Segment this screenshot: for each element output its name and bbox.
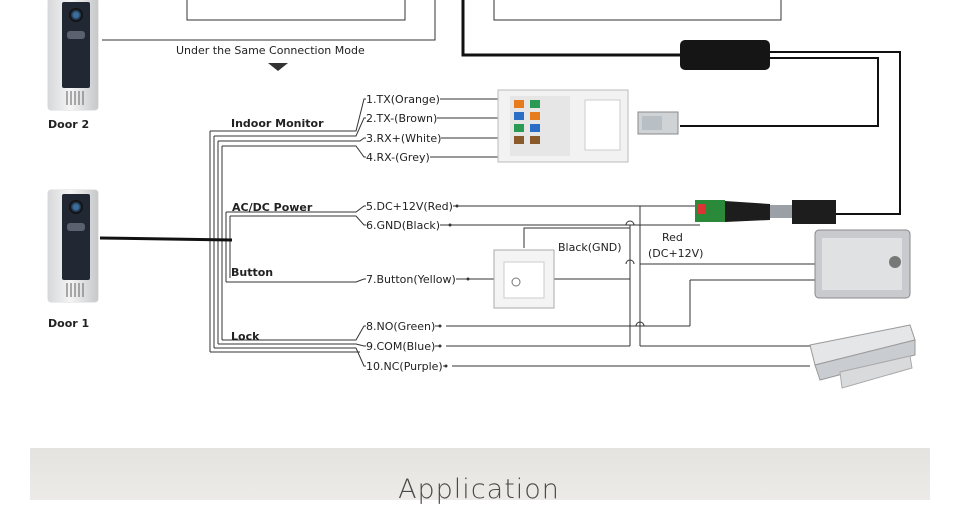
wire-label: 9.COM(Blue): [366, 340, 436, 353]
application-banner: [30, 448, 930, 500]
exit-button-device: [493, 249, 555, 309]
group-button: Button: [231, 266, 274, 279]
door2-outdoor-unit: [48, 0, 98, 110]
red-annotation: Red: [662, 231, 683, 244]
wire-label: 2.TX-(Brown): [366, 112, 438, 125]
wire-label: 4.RX-(Grey): [366, 151, 430, 164]
door2-label: Door 2: [48, 118, 90, 131]
electric-lock-device: [814, 229, 911, 299]
application-title: Application: [398, 474, 560, 505]
wire-label: 7.Button(Yellow): [366, 273, 456, 286]
top-box-right: [493, 0, 782, 21]
power-adapter-block: [680, 40, 770, 70]
magnetic-lock-device: [809, 324, 916, 389]
door1-outdoor-unit: [48, 190, 98, 302]
dc-connector: [695, 200, 836, 224]
connection-note: Under the Same Connection Mode: [176, 44, 365, 57]
door1-label: Door 1: [48, 317, 90, 330]
wire-label: 10.NC(Purple): [366, 360, 443, 373]
rj45-plug: [637, 111, 679, 135]
wire-label: 3.RX+(White): [366, 132, 442, 145]
top-box-left: [186, 0, 406, 21]
group-power: AC/DC Power: [232, 201, 313, 214]
group-lock: Lock: [231, 330, 260, 343]
wire-label: 1.TX(Orange): [366, 93, 440, 106]
red-annotation-sub: (DC+12V): [648, 247, 704, 260]
keystone-jack: [497, 89, 629, 163]
group-indoor-monitor: Indoor Monitor: [231, 117, 324, 130]
wire-label: 5.DC+12V(Red): [366, 200, 453, 213]
wire-label: 8.NO(Green): [366, 320, 436, 333]
down-triangle-icon: [268, 63, 288, 71]
wire-label: 6.GND(Black): [366, 219, 441, 232]
black-gnd-annotation: Black(GND): [558, 241, 622, 254]
